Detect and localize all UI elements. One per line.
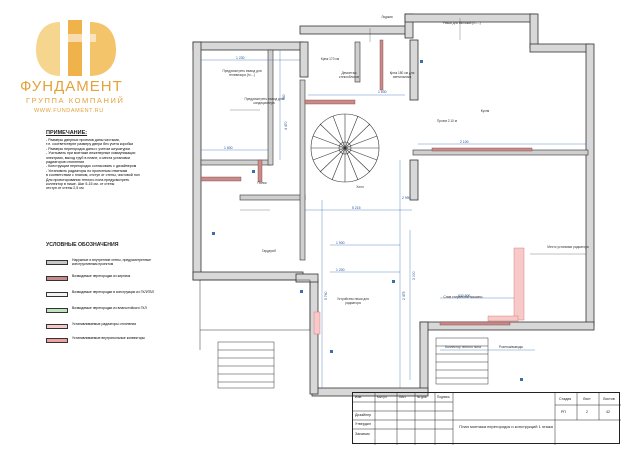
plan-label: Слив стиральной машины — [443, 295, 483, 299]
drawing-title: План монтажа перегородок и конструкций 1… — [459, 424, 553, 429]
porch-steps — [199, 279, 489, 389]
plan-label: Кухня — [480, 109, 490, 113]
dimension-label: 1 230 — [236, 56, 245, 60]
legend-title: УСЛОВНЫЕ ОБОЗНАЧЕНИЯ — [46, 242, 119, 248]
outlet-markers — [212, 60, 523, 381]
dimension-label: 2 100 — [460, 140, 469, 144]
dimension-label: 2 475 — [402, 291, 406, 301]
dimension-label: 2 990 — [402, 196, 411, 200]
radiators — [313, 247, 525, 335]
title-block-row-label: Утвердил — [355, 422, 371, 426]
plan-label: Место установки радиатора — [547, 245, 589, 249]
dimension-label: 1 600 — [224, 146, 233, 150]
dimension-label: 5 740 — [324, 291, 328, 301]
sheet-value: 2 — [586, 410, 588, 414]
inner-walls — [200, 41, 589, 261]
legend-swatch — [46, 292, 68, 297]
legend-item: Возводимые перегородки из влагостойкого … — [46, 306, 158, 316]
dimension-label: 3 000 — [412, 271, 416, 281]
plan-label: Гардероб — [261, 249, 277, 253]
notes-line: коллектор в нише. Шаг 5-15 см. от стены — [46, 182, 115, 187]
plan-label: Крюк 180 см для светильника — [389, 71, 415, 79]
title-block-header: Лист — [399, 395, 406, 399]
logo-site: WWW.FUNDAMENT.RU — [34, 108, 104, 114]
notes-line: - Установить радиаторы по проектным отме… — [46, 168, 128, 173]
stage-value: РП — [561, 410, 566, 414]
legend-swatch — [46, 308, 68, 313]
notes-lines: - Размеры дверных проемов даны чистыми,т… — [46, 138, 176, 191]
legend-text: Устанавливаемые внутрипольные конвекторы — [72, 336, 145, 340]
plan-label: Коллектор теплого пола — [445, 345, 481, 349]
notes-line: в соответствии с планом, отступ от стены… — [46, 173, 140, 178]
dimension-label: 1 900 — [336, 241, 345, 245]
title-block-header: Подпись — [437, 395, 450, 399]
dimension-label: 1 200 — [336, 268, 345, 272]
legend-swatch — [46, 276, 68, 281]
title-block-row-label: Заказчик — [355, 432, 370, 436]
sheet-label: Лист — [583, 397, 591, 401]
plan-label: Ниша для вытяжки (h=...) — [443, 21, 481, 25]
notes-line: Для проектирования теплого пола предусмо… — [46, 177, 130, 182]
notes-line: т.е. соответствуют размеру двери без уче… — [46, 142, 134, 147]
legend-item: Наружные и внутренние стены, предусмотре… — [46, 258, 158, 268]
logo-name: ФУНДАМЕНТ — [20, 78, 123, 95]
sheets-value: 42 — [606, 410, 610, 414]
dimension-label: 1 630 — [378, 90, 387, 94]
dimension-lines — [201, 50, 586, 388]
sheets-label: Листов — [603, 397, 615, 401]
legend-swatch — [46, 260, 68, 265]
plan-label: Крюк 170 см — [320, 57, 340, 61]
plan-label: Холл — [356, 185, 364, 189]
title-block-row-label: Дизайнер — [355, 413, 372, 417]
legend-text: Устанавливаемые радиаторы отопления — [72, 322, 137, 326]
leader-lines — [230, 18, 586, 255]
dimension-label: 980 — [282, 94, 286, 100]
legend-text: Возводимые перегородки в конструкции из … — [72, 290, 154, 294]
notes-line: - Размеры дверных проемов даны чистыми, — [46, 138, 120, 142]
legend-swatch — [46, 324, 68, 329]
plan-label: Лоджия — [381, 15, 393, 19]
stage-label: Стадия — [559, 397, 572, 401]
plan-label: Устройство ниши для радиатора — [337, 297, 369, 305]
plan-label: Проем 2.10 м — [437, 119, 457, 123]
legend-text: Возводимые перегородки из кирпича — [72, 274, 131, 278]
logo-subtitle: ГРУППА КОМПАНИЙ — [26, 96, 125, 105]
plan-label: Демонтаж стеклоблоков — [338, 71, 360, 79]
legend-text: Возводимые перегородки из влагостойкого … — [72, 306, 147, 310]
notes-line: радиаторов отопления — [46, 160, 85, 165]
title-block-grid — [353, 393, 621, 445]
notes-line: отступ от стены 2,5 см — [46, 186, 84, 191]
dimension-label: 630 500 — [458, 294, 471, 298]
legend-swatch — [46, 338, 68, 343]
notes-line: - Конструкции перегородок согласовать с … — [46, 164, 137, 169]
legend-item: Возводимые перегородки из кирпича — [46, 274, 158, 284]
title-block-header: Кол.уч — [377, 395, 387, 399]
notes-block: ПРИМЕЧАНИЕ: - Размеры дверных проемов да… — [46, 130, 176, 191]
title-block-header: Изм. — [355, 395, 362, 399]
notes-title: ПРИМЕЧАНИЕ: — [46, 130, 88, 136]
plan-label: Предусмотреть вывод для кондиционера — [244, 97, 284, 105]
title-block-header: № док. — [417, 395, 428, 399]
notes-line: - Учитывать при монтаже инженерные комму… — [46, 151, 136, 156]
dimension-label: 5 215 — [352, 206, 361, 210]
company-logo: ФУНДАМЕНТ ГРУППА КОМПАНИЙ WWW.FUNDAMENT.… — [20, 14, 140, 126]
legend-item: Устанавливаемые радиаторы отопления — [46, 322, 158, 332]
legend-text: Наружные и внутренние стены, предусмотре… — [72, 258, 152, 266]
notes-line: - Размеры перегородок даны с учетом штук… — [46, 146, 130, 151]
logo-mark-icon — [36, 20, 116, 76]
plan-label: Розетка/выводы — [499, 345, 523, 349]
legend-item: Возводимые перегородки в конструкции из … — [46, 290, 158, 300]
plan-label: Предусмотреть вывод для телевизора (h=..… — [222, 69, 262, 77]
legend-item: Устанавливаемые внутрипольные конвекторы — [46, 336, 158, 346]
dimension-label: 4 470 — [284, 121, 288, 131]
spiral-staircase-icon — [310, 113, 380, 183]
brick-partitions — [200, 39, 533, 326]
notes-line: электрики, выход труб в плане, и места у… — [46, 155, 130, 160]
plan-label: Полки — [257, 181, 267, 185]
